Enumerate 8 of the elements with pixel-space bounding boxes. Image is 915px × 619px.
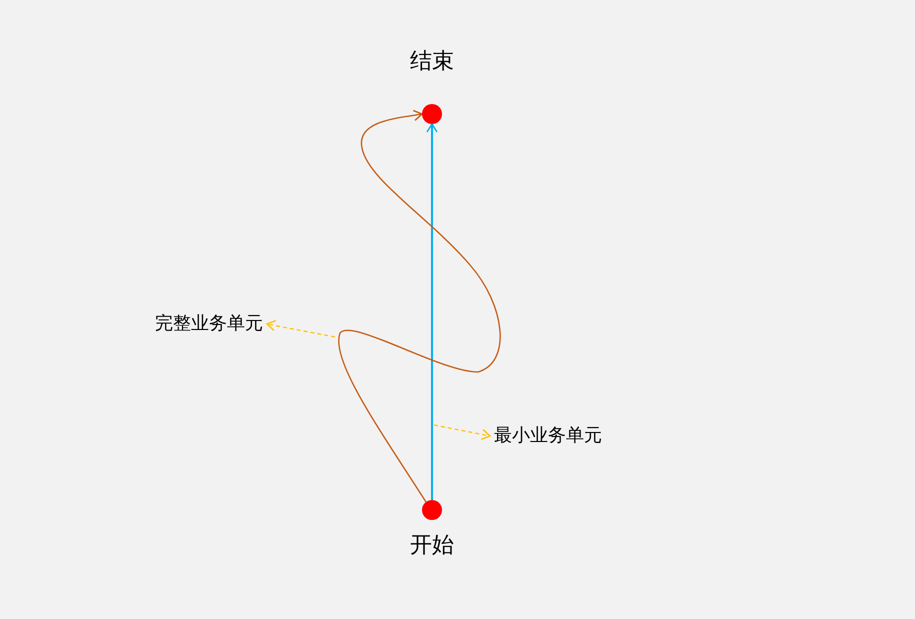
leader-line: [266, 320, 336, 338]
point-label: 开始: [410, 532, 454, 560]
straight-arrow: [426, 123, 438, 500]
leader-line: [434, 424, 491, 440]
unit-label: 最小业务单元: [494, 425, 602, 447]
unit-label: 完整业务单元: [155, 313, 263, 335]
curved-arrow: [338, 110, 501, 502]
point-label: 结束: [410, 48, 454, 76]
